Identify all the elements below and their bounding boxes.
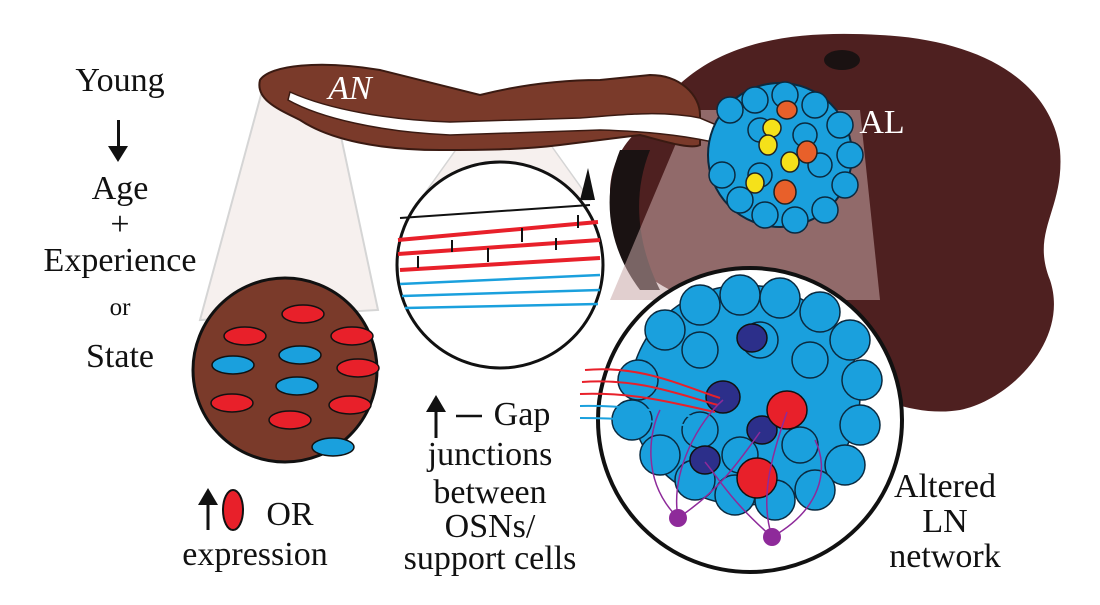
label-state: State (86, 338, 154, 375)
up-arrow-or (198, 488, 218, 530)
label-or-expression-1: OR (266, 496, 314, 533)
label-or-expression-2: expression (182, 536, 328, 573)
label-age: Age (91, 170, 149, 207)
or-expression-inset (191, 276, 380, 464)
label-antennal-lobe: AL (859, 104, 905, 141)
label-antenna: AN (328, 70, 372, 107)
brain-dark-lobe (609, 150, 660, 290)
label-gap-4: OSNs/ (444, 508, 536, 545)
label-ln-1: Altered (894, 468, 996, 505)
brain-spot (824, 50, 860, 70)
label-gap-2: junctions (427, 436, 553, 473)
label-plus: + (110, 206, 130, 243)
label-ln-3: network (889, 538, 1001, 575)
label-gap-1: Gap (493, 396, 551, 433)
up-arrow-gap (426, 395, 482, 438)
label-or: or (109, 294, 131, 321)
label-gap-3: between (433, 474, 547, 511)
arrow-down-icon (108, 120, 128, 162)
antennal-lobe-cluster (707, 81, 864, 234)
label-ln-2: LN (922, 503, 968, 540)
label-young: Young (75, 62, 165, 99)
label-experience: Experience (43, 242, 197, 279)
gap-junction-inset (395, 160, 605, 370)
or-red-icon (222, 489, 244, 531)
ln-network-inset (579, 266, 904, 574)
label-gap-5: support cells (403, 540, 577, 577)
